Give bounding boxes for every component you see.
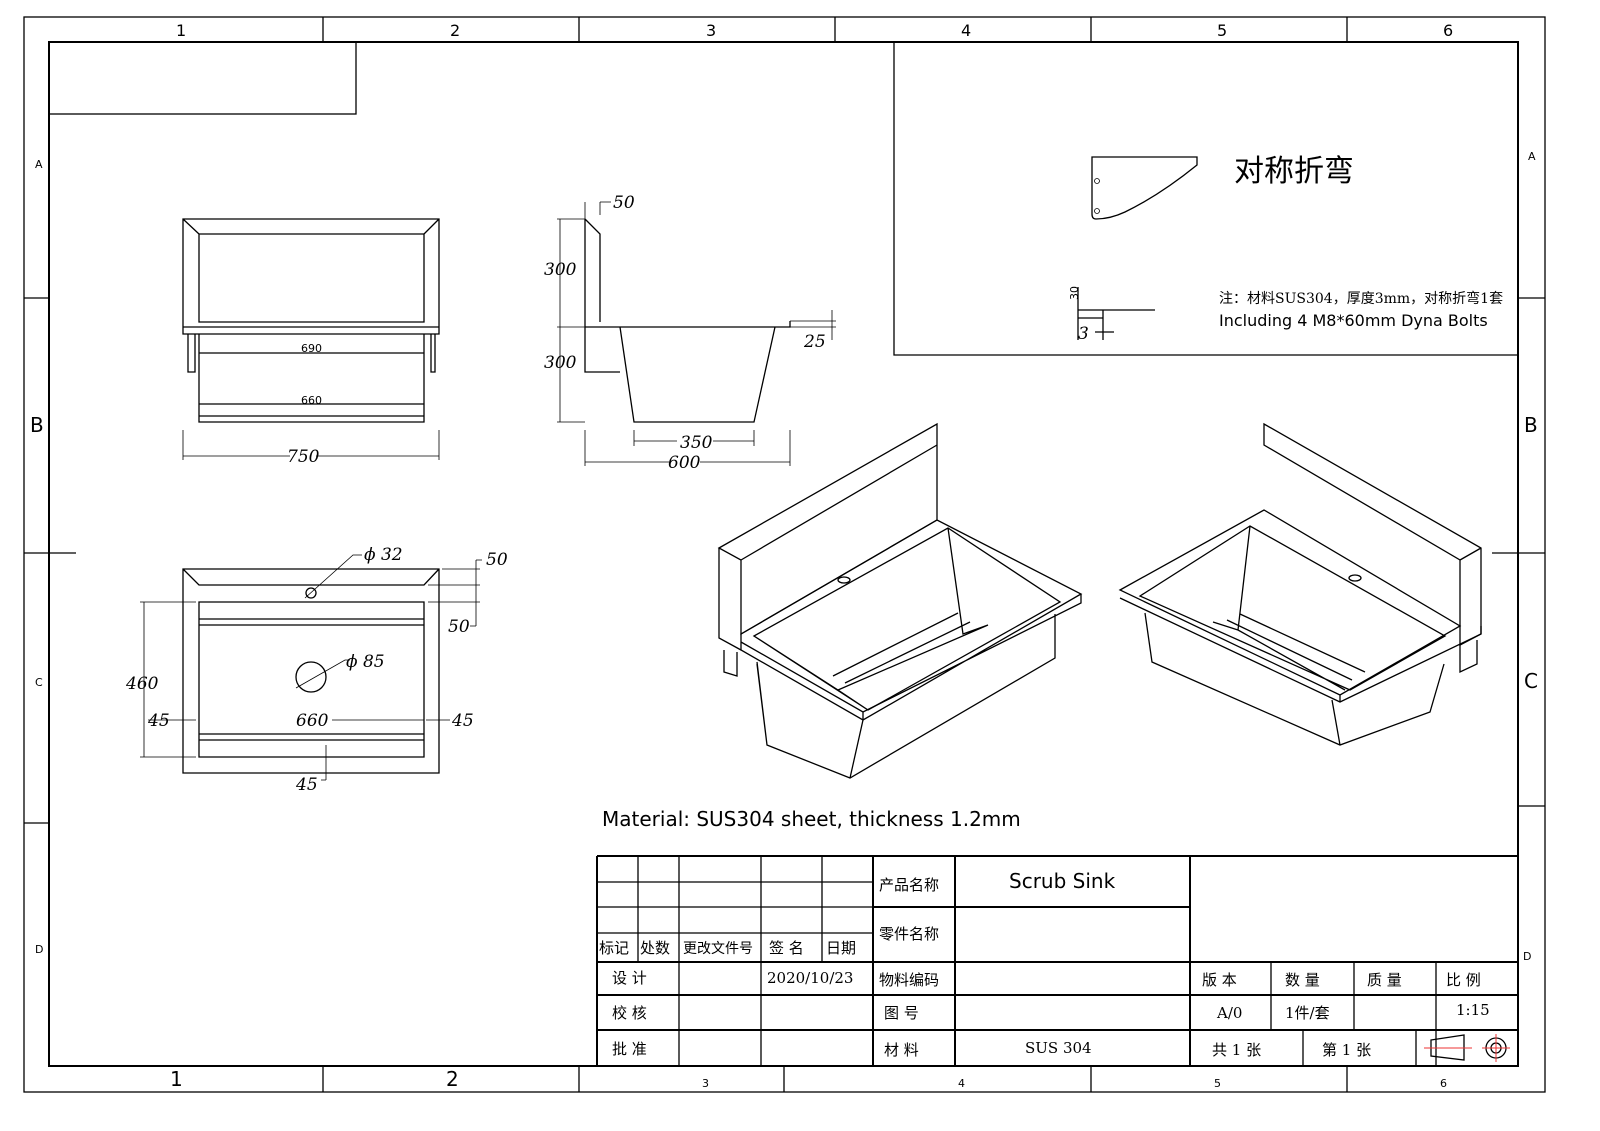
dim-300-upper: 300 — [544, 260, 577, 280]
drain-hole — [295, 661, 327, 693]
header-change-doc: 更改文件号 — [683, 941, 753, 957]
faucet-hole — [305, 587, 317, 599]
material-value: SUS 304 — [1025, 1039, 1092, 1057]
projection-symbol-icon — [1424, 1034, 1510, 1062]
col-label: 6 — [1440, 1077, 1447, 1090]
row-label: A — [35, 158, 43, 171]
top-view: ϕ 32 ϕ 85 50 50 460 45 660 45 45 — [125, 545, 508, 795]
col-label: 5 — [1217, 21, 1227, 40]
top-left-box — [48, 41, 357, 115]
front-view: 690 660 750 — [182, 218, 440, 467]
label-part-name: 零件名称 — [879, 925, 939, 943]
isometric-view-right — [1118, 422, 1482, 746]
header-date: 日期 — [826, 939, 856, 957]
label-approve: 批 准 — [612, 1040, 647, 1058]
material-note: Material: SUS304 sheet, thickness 1.2mm — [602, 807, 1021, 831]
row-label: B — [1524, 413, 1538, 437]
row-label: A — [1528, 150, 1536, 163]
total-sheets: 共 1 张 — [1212, 1041, 1261, 1059]
col-label: 3 — [706, 21, 716, 40]
label-material: 材 料 — [884, 1041, 919, 1059]
dim-phi85: ϕ 85 — [346, 652, 385, 672]
label-material-code: 物料编码 — [879, 971, 939, 989]
dim-45-left: 45 — [147, 711, 170, 731]
dim-300-lower: 300 — [544, 353, 577, 373]
dim-350: 350 — [680, 433, 713, 453]
col-label: 1 — [170, 1067, 183, 1091]
dim-660: 660 — [296, 711, 329, 731]
dim-50-top: 50 — [486, 550, 508, 570]
revision-headers: 标记 处数 更改文件号 签 名 日期 — [599, 939, 856, 957]
dim-690: 690 — [301, 342, 322, 355]
col-label: 6 — [1443, 21, 1453, 40]
dim-50-lower: 50 — [448, 617, 470, 637]
note-en: Including 4 M8*60mm Dyna Bolts — [1219, 311, 1488, 330]
row-label: C — [35, 676, 43, 689]
header-count: 处数 — [640, 939, 670, 957]
scale-value: 1:15 — [1456, 1001, 1490, 1019]
dim-30: 30 — [1068, 286, 1081, 300]
note-cn: 注：材料SUS304，厚度3mm，对称折弯1套 — [1219, 290, 1503, 307]
row-label: C — [1524, 669, 1538, 693]
label-version: 版 本 — [1202, 971, 1237, 989]
label-mass: 质 量 — [1367, 971, 1402, 989]
title-block: 标记 处数 更改文件号 签 名 日期 设 计 2020/10/23 校 核 批 … — [596, 855, 1519, 1066]
label-product-name: 产品名称 — [879, 876, 939, 894]
dim-50: 50 — [613, 193, 635, 213]
col-label: 2 — [446, 1067, 459, 1091]
label-check: 校 核 — [612, 1004, 647, 1022]
header-signature: 签 名 — [769, 939, 804, 957]
col-label: 3 — [702, 1077, 709, 1090]
col-label: 5 — [1214, 1077, 1221, 1090]
inner-border — [48, 41, 1519, 1067]
label-design: 设 计 — [612, 969, 647, 987]
dim-45-bottom: 45 — [295, 775, 318, 795]
label-scale: 比 例 — [1446, 971, 1481, 989]
label-quantity: 数 量 — [1285, 971, 1320, 989]
dim-45-right: 45 — [451, 711, 474, 731]
dim-25: 25 — [803, 332, 826, 352]
col-label: 4 — [961, 21, 971, 40]
dim-660: 660 — [301, 394, 322, 407]
col-label: 4 — [958, 1077, 965, 1090]
col-label: 2 — [450, 21, 460, 40]
dim-750: 750 — [287, 447, 320, 467]
sheet-number: 第 1 张 — [1322, 1041, 1371, 1059]
dim-460: 460 — [125, 674, 159, 694]
dim-3: 3 — [1078, 324, 1089, 344]
row-label: D — [35, 943, 43, 956]
zone-labels: 1 2 3 4 5 6 1 2 3 4 5 6 A B C D A B C D — [30, 21, 1538, 1091]
side-view: 50 300 300 25 350 600 — [544, 193, 836, 473]
col-label: 1 — [176, 21, 186, 40]
row-label: D — [1523, 950, 1531, 963]
dim-600: 600 — [668, 453, 701, 473]
product-name: Scrub Sink — [1009, 869, 1116, 893]
header-mark: 标记 — [599, 939, 629, 957]
zone-dividers — [24, 17, 1545, 1092]
dim-phi32: ϕ 32 — [364, 545, 403, 565]
label-drawing-no: 图 号 — [884, 1004, 919, 1022]
quantity-value: 1件/套 — [1285, 1004, 1330, 1022]
row-label: B — [30, 413, 44, 437]
bracket-detail: 对称折弯 30 3 注：材料SUS304，厚度3mm，对称折弯1套 Includ… — [893, 42, 1518, 356]
bracket-title: 对称折弯 — [1234, 154, 1354, 189]
design-date: 2020/10/23 — [767, 969, 853, 987]
version-value: A/0 — [1216, 1004, 1242, 1022]
isometric-view-left — [717, 422, 1083, 779]
